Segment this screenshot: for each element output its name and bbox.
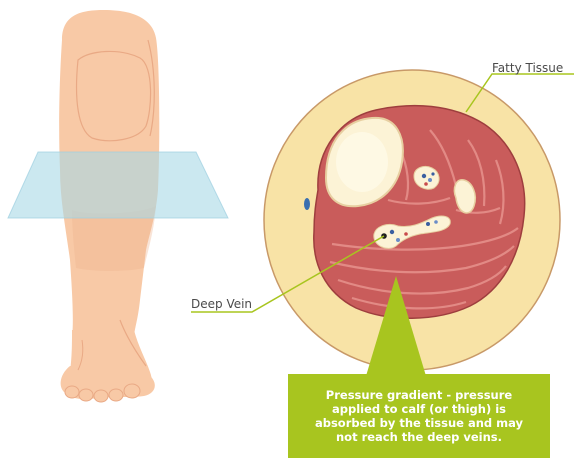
callout-text: Pressure gradient - pressure applied to … <box>304 388 534 444</box>
cross-section <box>264 70 560 370</box>
superficial-vein <box>304 198 310 210</box>
pressure-gradient-callout: Pressure gradient - pressure applied to … <box>288 374 550 458</box>
deep-vein-label: Deep Vein <box>191 297 252 311</box>
fatty-tissue-label: Fatty Tissue <box>492 61 563 75</box>
cross-section-plane <box>8 152 228 218</box>
